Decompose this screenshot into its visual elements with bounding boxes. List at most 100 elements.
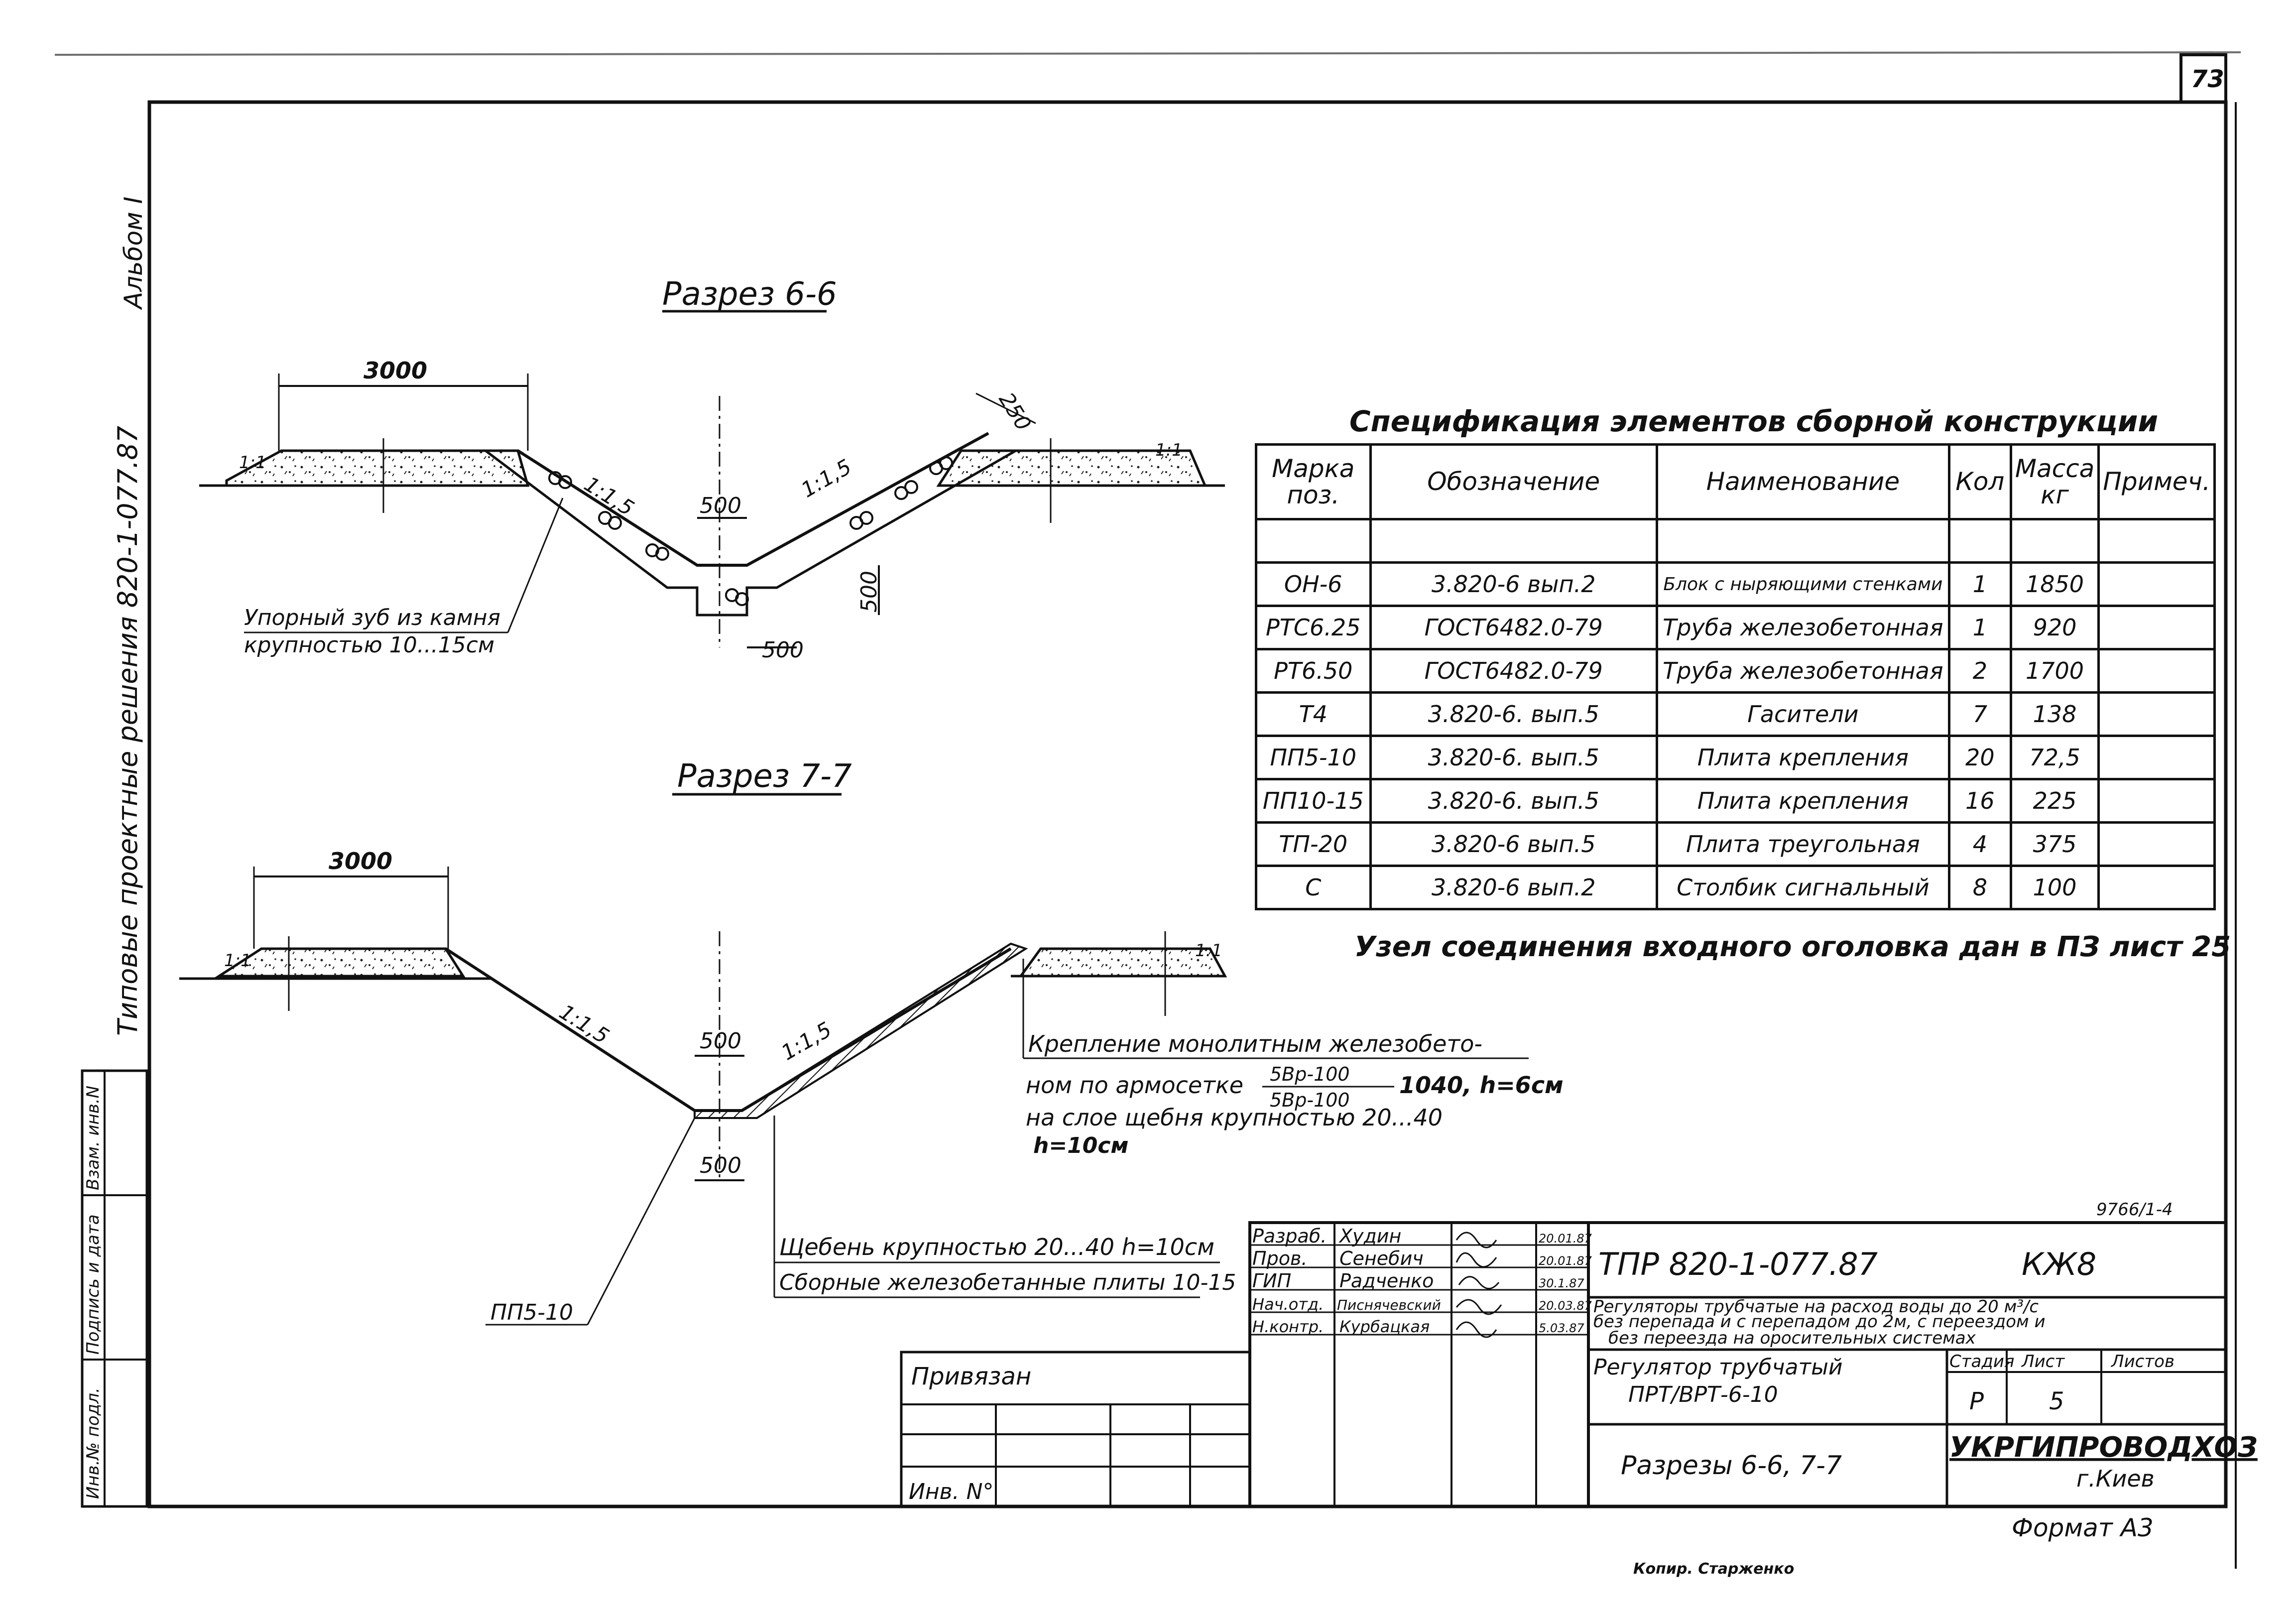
s77-callout-gravel: Щебень крупностью 20...40 h=10см <box>779 1234 1214 1260</box>
spec-cell-massa: 100 <box>2009 865 2100 910</box>
s66-dim-bottom: 500 <box>700 493 741 518</box>
spec-cell-oboz: 3.820-6 вып.5 <box>1369 821 1658 867</box>
spec-cell-oboz: 3.820-6. вып.5 <box>1369 735 1658 780</box>
s77-note-1: Крепление монолитным железобето- <box>1028 1030 1482 1057</box>
stamp-object-1: Регулятор трубчатый <box>1593 1355 1842 1380</box>
stamp-city: г.Киев <box>2076 1465 2155 1492</box>
spec-cell-marka: Т4 <box>1255 691 1372 737</box>
s77-callout-pp: ПП5-10 <box>490 1300 573 1325</box>
spec-cell-massa: 920 <box>2009 605 2100 650</box>
spec-cell-kol: 20 <box>1947 735 2012 780</box>
person-name: Худин <box>1338 1225 1401 1247</box>
spec-cell-naim: Плита треугольная <box>1655 821 1950 867</box>
spec-cell-marka: ПП10-15 <box>1255 778 1372 824</box>
stamp-list-label: Лист <box>2021 1352 2065 1372</box>
spec-cell-kol: 1 <box>1947 605 2012 650</box>
person-role: Н.контр. <box>1252 1317 1324 1336</box>
node-note: Узел соединения входного оголовка дан в … <box>1354 931 2231 963</box>
person-date: 5.03.87 <box>1539 1321 1584 1335</box>
person-name: Радченко <box>1339 1270 1434 1292</box>
spec-cell-prim <box>2097 691 2216 737</box>
spec-title: Спецификация элементов сборной конструкц… <box>1349 404 2158 438</box>
person-role: Пров. <box>1252 1247 1307 1269</box>
spec-cell-naim: Плита крепления <box>1655 735 1950 780</box>
spec-empty-cell <box>1255 518 1372 564</box>
spec-cell-naim: Столбик сигнальный <box>1655 865 1950 910</box>
person-role: ГИП <box>1252 1270 1291 1292</box>
spec-cell-massa: 375 <box>2009 821 2100 867</box>
s77-callout-plates: Сборные железобетанные плиты 10-15 <box>779 1270 1236 1295</box>
spec-empty-cell <box>2097 518 2216 564</box>
person-role: Разраб. <box>1252 1225 1327 1247</box>
person-name: Курбацкая <box>1339 1317 1430 1336</box>
spec-cell-kol: 16 <box>1947 778 2012 824</box>
stamp-stadia-label: Стадия <box>1949 1352 2014 1372</box>
series-label: Типовые проектные решения 820-1-077.87 <box>112 426 143 1036</box>
spec-cell-prim <box>2097 821 2216 867</box>
spec-header-kol: Кол <box>1947 443 2012 520</box>
s77-slope-left: 1:1,5 <box>555 999 613 1049</box>
s77-edge-right: 1:1 <box>1195 941 1222 961</box>
s77-note-3: на слое щебня крупностью 20...40 <box>1026 1104 1443 1131</box>
s77-dim-3000: 3000 <box>329 848 392 874</box>
spec-cell-marka: ОН-6 <box>1255 561 1372 607</box>
spec-cell-kol: 7 <box>1947 691 2012 737</box>
stamp-list: 5 <box>2049 1387 2064 1415</box>
s66-dim-bottom2: 500 <box>762 637 804 663</box>
stamp-privyazan: Привязан <box>911 1363 1031 1390</box>
person-name: Писнячевский <box>1337 1297 1441 1313</box>
s66-edge-left: 1:1 <box>239 453 266 473</box>
spec-cell-oboz: ГОСТ6482.0-79 <box>1369 648 1658 694</box>
spec-cell-prim <box>2097 865 2216 910</box>
s77-dim-bottom: 500 <box>700 1028 741 1054</box>
spec-cell-kol: 8 <box>1947 865 2012 910</box>
stamp-small-ref: 9766/1-4 <box>2096 1200 2173 1220</box>
spec-cell-oboz: 3.820-6. вып.5 <box>1369 778 1658 824</box>
stamp-code: ТПР 820-1-077.87 <box>1598 1246 1878 1282</box>
s66-slope-right: 1:1,5 <box>797 454 856 502</box>
stamp-desc-3: без переезда на оросительных системах <box>1608 1328 1976 1348</box>
stamp-format: Формат А3 <box>2012 1513 2154 1542</box>
spec-cell-prim <box>2097 648 2216 694</box>
spec-table: Марка поз. Обозначение Наименование Кол … <box>1255 443 2216 910</box>
spec-cell-marka: ПП5-10 <box>1255 735 1372 780</box>
spec-empty-cell <box>1369 518 1658 564</box>
stamp-listov-label: Листов <box>2110 1352 2175 1372</box>
person-role: Нач.отд. <box>1252 1295 1324 1314</box>
sign-label: Подпись и дата <box>83 1214 103 1355</box>
stamp-org: УКРГИПРОВОДХОЗ <box>1949 1431 2258 1464</box>
spec-cell-oboz: 3.820-6 вып.2 <box>1369 561 1658 607</box>
spec-cell-naim: Блок с ныряющими стенками <box>1655 561 1950 607</box>
stamp-stadia: Р <box>1969 1387 1984 1415</box>
spec-cell-massa: 138 <box>2009 691 2100 737</box>
s77-edge-left: 1:1 <box>224 951 251 971</box>
spec-cell-oboz: 3.820-6. вып.5 <box>1369 691 1658 737</box>
person-date: 20.01.87 <box>1539 1254 1592 1268</box>
title-block-text: 9766/1-4 ТПР 820-1-077.87 КЖ8 Регуляторы… <box>909 1200 2258 1578</box>
spec-cell-marka: РТ6.50 <box>1255 648 1372 694</box>
stamp-desc-1: Регуляторы трубчатые на расход воды до 2… <box>1593 1297 2039 1317</box>
spec-cell-naim: Плита крепления <box>1655 778 1950 824</box>
spec-header-marka: Марка поз. <box>1255 443 1372 520</box>
person-date: 30.1.87 <box>1539 1276 1584 1290</box>
spec-cell-naim: Труба железобетонная <box>1655 605 1950 650</box>
spec-cell-massa: 1850 <box>2009 561 2100 607</box>
spec-cell-marka: ТП-20 <box>1255 821 1372 867</box>
title-block <box>900 1221 2227 1508</box>
spec-cell-prim <box>2097 778 2216 824</box>
stamp-copier: Копир. Старженко <box>1633 1560 1794 1578</box>
spec-cell-massa: 72,5 <box>2009 735 2100 780</box>
section-6-6-title: Разрез 6-6 <box>662 276 837 313</box>
spec-cell-kol: 4 <box>1947 821 2012 867</box>
spec-empty-cell <box>2009 518 2100 564</box>
stamp-inv-no: Инв. N° <box>909 1479 994 1504</box>
album-label: Альбом I <box>119 197 148 310</box>
spec-cell-prim <box>2097 735 2216 780</box>
section-6-6: Разрез 6-6 3000 500 500 <box>199 276 1225 663</box>
